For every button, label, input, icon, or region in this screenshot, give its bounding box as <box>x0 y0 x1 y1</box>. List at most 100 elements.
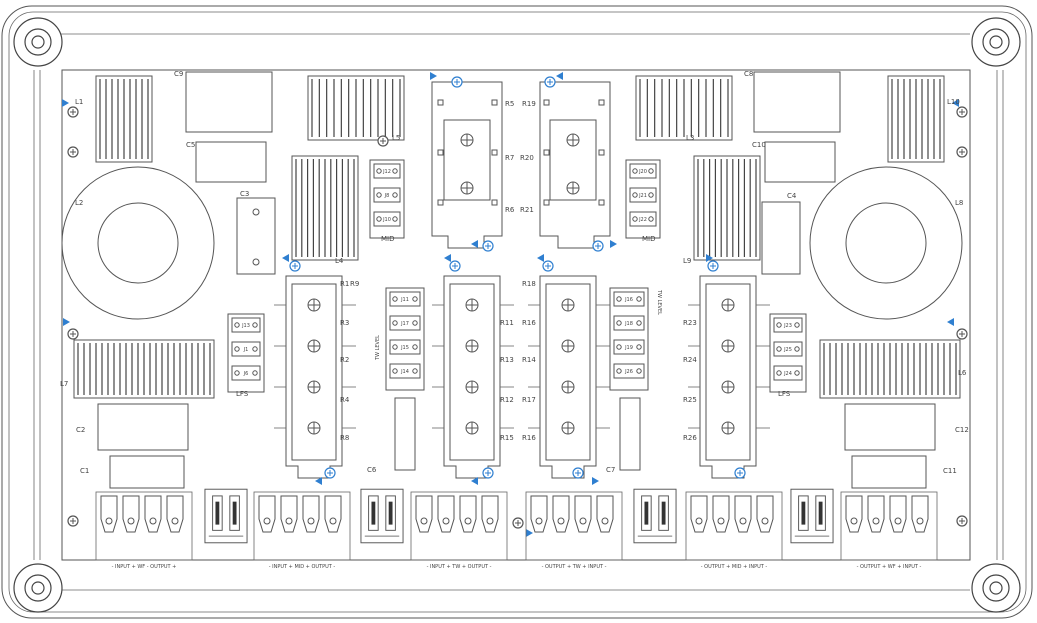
screw-icon <box>707 260 719 272</box>
label-R21: R21 <box>520 206 534 214</box>
jumper-label: J23 <box>783 323 792 329</box>
label-C12: C12 <box>955 426 969 434</box>
screw-icon <box>451 76 463 88</box>
label-C4: C4 <box>787 192 797 200</box>
jumper-label: J18 <box>624 321 633 327</box>
screw-markers <box>62 72 968 537</box>
screw-icon <box>449 260 461 272</box>
jumper-label: J11 <box>400 297 409 303</box>
resistor-bracket <box>274 275 356 479</box>
label-R2: R2 <box>340 356 349 364</box>
label-R3: R3 <box>340 319 349 327</box>
label-tw-level-left: TW LEVEL <box>375 335 381 361</box>
label-L6: L6 <box>958 369 967 377</box>
arrow-marker-icon <box>444 254 451 262</box>
arrow-marker-icon <box>592 477 599 485</box>
screw-icon <box>956 106 968 118</box>
label-R23: R23 <box>683 319 697 327</box>
jumper-label: J22 <box>638 217 647 223</box>
arrow-marker-icon <box>556 72 563 80</box>
resistor-bracket-top-right <box>539 81 611 249</box>
jumper-label: J13 <box>241 323 250 329</box>
label-R7: R7 <box>505 154 514 162</box>
mounting-holes <box>13 17 1021 613</box>
jumper-label: J8 <box>384 193 390 199</box>
screw-icon <box>734 467 746 479</box>
label-L9: L9 <box>683 257 691 265</box>
jumper-label: J20 <box>638 169 647 175</box>
jumper-label: J19 <box>624 345 633 351</box>
label-R8: R8 <box>340 434 349 442</box>
label-C3: C3 <box>240 190 249 198</box>
label-L10: L10 <box>947 98 960 106</box>
fuse-holder <box>790 488 834 544</box>
screw-icon <box>512 517 524 529</box>
label-R15: R15 <box>500 434 514 442</box>
label-mid-left: MID <box>381 235 395 243</box>
screw-icon <box>956 328 968 340</box>
arrow-marker-icon <box>282 254 289 262</box>
screw-icon <box>289 260 301 272</box>
jumper-label: J26 <box>624 369 633 375</box>
toroid-inductor-right <box>809 166 963 320</box>
label-L3: L3 <box>686 134 694 142</box>
component-labels: C9 L1 C5 C3 L2 L5 L4 L7 C2 C1 C6 C7 C8 C… <box>60 70 969 475</box>
fuse-holder <box>204 488 248 544</box>
label-R20: R20 <box>520 154 534 162</box>
label-R19: R19 <box>522 100 536 108</box>
label-C11: C11 <box>943 467 957 475</box>
fuse-holder <box>360 488 404 544</box>
label-C8: C8 <box>744 70 753 78</box>
screw-icon <box>67 328 79 340</box>
arrow-marker-icon <box>952 99 959 107</box>
jumper-label: J21 <box>638 193 647 199</box>
label-R1: R1 <box>340 280 349 288</box>
label-C2: C2 <box>76 426 85 434</box>
screw-icon <box>67 106 79 118</box>
arrow-marker-icon <box>62 99 69 107</box>
inductor-fins <box>307 75 405 141</box>
label-C5: C5 <box>186 141 195 149</box>
label-lfs-left: LFS <box>236 390 249 398</box>
terminal-group: - INPUT + WF - OUTPUT + <box>95 491 193 570</box>
terminal-group: - INPUT + TW + OUTPUT - <box>410 491 508 570</box>
label-R5: R5 <box>505 100 514 108</box>
inductor-fins <box>693 155 761 261</box>
screw-icon <box>67 515 79 527</box>
jumper-label: J14 <box>400 369 409 375</box>
terminal-strip: - INPUT + WF - OUTPUT +- INPUT + MID + O… <box>95 488 938 570</box>
jumper-label: J17 <box>400 321 409 327</box>
label-R16b: R16 <box>522 434 536 442</box>
label-R26: R26 <box>683 434 697 442</box>
label-C10: C10 <box>752 141 766 149</box>
terminal-label: - OUTPUT + WF + INPUT - <box>857 564 922 570</box>
terminal-group: - OUTPUT + TW + INPUT - <box>525 491 623 570</box>
board-outline <box>1 5 1033 619</box>
label-R12: R12 <box>500 396 514 404</box>
label-C1: C1 <box>80 467 89 475</box>
resistor-brackets-middle <box>274 275 770 479</box>
screw-icon <box>542 260 554 272</box>
jumper-label: J24 <box>783 371 792 377</box>
jumper-label: J1 <box>243 347 249 353</box>
inductor-fins <box>819 339 961 399</box>
inductor-fins <box>95 75 153 163</box>
screw-icon <box>956 146 968 158</box>
terminal-group: - OUTPUT + MID + INPUT - <box>685 491 783 570</box>
label-C7: C7 <box>606 466 615 474</box>
screw-icon <box>956 515 968 527</box>
label-tw-level-right: TW LEVEL <box>656 289 662 315</box>
terminal-label: - INPUT + TW + OUTPUT - <box>427 564 492 570</box>
capacitors <box>97 71 936 489</box>
arrow-marker-icon <box>471 240 478 248</box>
label-R13: R13 <box>500 356 514 364</box>
toroid-inductor-left <box>61 166 215 320</box>
label-L2: L2 <box>75 199 83 207</box>
screw-icon <box>572 467 584 479</box>
screw-icon <box>377 135 389 147</box>
